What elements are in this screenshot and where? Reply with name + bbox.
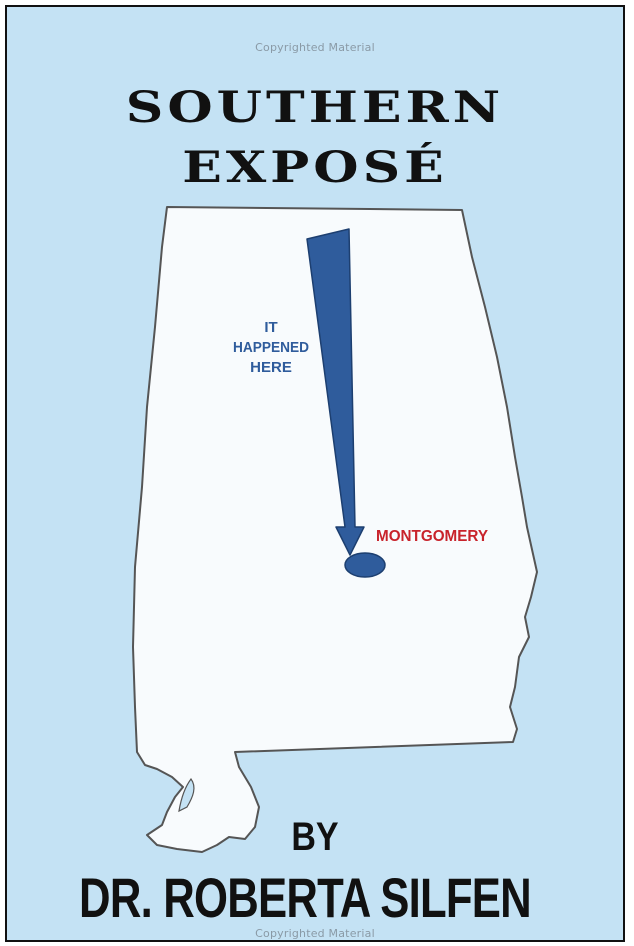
- annotation-line-3: HERE: [250, 359, 292, 376]
- alabama-map-icon: IT HAPPENED HERE MONTGOMERY: [132, 206, 538, 853]
- mobile-bay-detail: [178, 777, 195, 813]
- title-line-2: EXPOSÉ: [182, 142, 448, 193]
- state-outline: [132, 206, 538, 853]
- city-label: MONTGOMERY: [376, 528, 488, 545]
- annotation-line-1: IT: [264, 319, 277, 336]
- city-dot-icon: [344, 552, 386, 578]
- annotation-line-2: HAPPENED: [233, 339, 309, 356]
- author-name: DR. ROBERTA SILFEN: [79, 866, 532, 929]
- watermark-top: Copyrighted Material: [255, 41, 375, 54]
- exclamation-mark-icon: [306, 228, 365, 556]
- title-line-1: SOUTHERN: [125, 82, 505, 133]
- byline: BY: [291, 815, 339, 859]
- watermark-bottom: Copyrighted Material: [255, 927, 375, 940]
- book-cover: Copyrighted Material SOUTHERN EXPOSÉ IT …: [5, 5, 625, 942]
